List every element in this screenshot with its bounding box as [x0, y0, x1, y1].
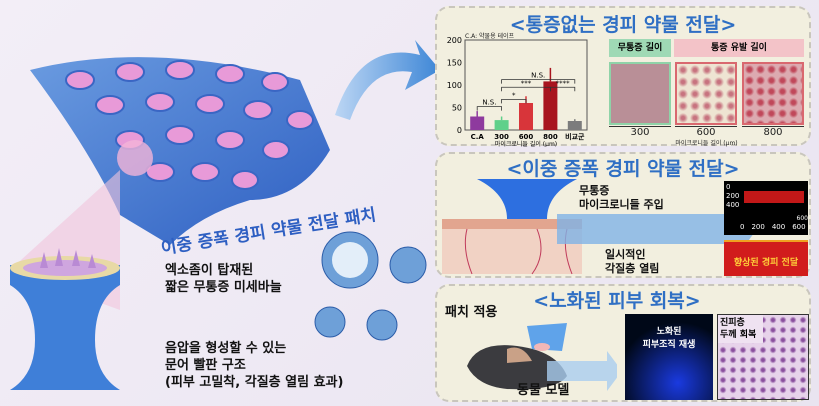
painless-header: 무통증 길이	[609, 39, 671, 57]
bar	[567, 121, 582, 130]
enhanced-label: 향상된 경피 전달	[733, 258, 799, 268]
dual-amplified-panel: <이중 증폭 경피 약물 전달> 무통증 마이크로니들 주입 일시적인 각질층 …	[435, 152, 811, 278]
histology-image: 진피층 두께 회복	[717, 314, 809, 400]
y-tick: 400	[726, 201, 740, 209]
y-tick-label: 100	[447, 81, 462, 90]
image-label: 300	[609, 126, 671, 138]
x-tick: 400	[771, 223, 786, 231]
panel-title: <통증없는 경피 약물 전달>	[509, 14, 737, 36]
bar	[470, 116, 485, 130]
injection-label: 무통증 마이크로니들 주입	[579, 184, 664, 212]
x-tick: 600	[792, 223, 806, 231]
chart-note: C.A: 약물용 테이프	[465, 33, 515, 40]
significance-label: N.S.	[531, 72, 545, 80]
pain-header: 통증 유발 길이	[674, 39, 804, 57]
x-tick-label: C.A	[471, 133, 485, 141]
skin-image-800	[742, 62, 804, 125]
y-tick-label: 150	[447, 59, 462, 68]
bar	[519, 103, 533, 130]
needle-label-line: 짧은 무통증 미세바늘	[165, 280, 282, 295]
enhanced-delivery-image: 향상된 경피 전달	[724, 240, 808, 276]
stratum-label: 일시적인 각질층 열림	[605, 248, 659, 276]
significance-label: ***	[521, 79, 532, 87]
patch-illustration	[10, 40, 440, 390]
significance-bracket	[550, 86, 576, 92]
skin-image-600	[675, 62, 737, 125]
injection-label-line: 무통증	[579, 184, 610, 197]
needle-label-line: 엑소좀이 탑재된	[165, 263, 254, 278]
mouse-illustration	[467, 323, 617, 391]
x-tick-label: 300	[494, 133, 509, 141]
sucker-label-line: 문어 빨판 구조	[165, 358, 246, 373]
y-tick: 0	[726, 183, 731, 191]
injection-label-line: 마이크로니들 주입	[579, 198, 664, 211]
x-tick-label: 비교군	[565, 132, 585, 141]
x-tick: 0	[740, 223, 745, 231]
y-tick-label: 200	[447, 36, 462, 45]
needle-label: 엑소좀이 탑재된 짧은 무통증 미세바늘	[165, 262, 282, 296]
dermis-label-line: 진피층	[720, 318, 745, 328]
image-label: 800	[742, 126, 804, 138]
significance-bracket	[501, 86, 551, 92]
significance-bracket	[501, 79, 576, 84]
skin-image-300	[609, 62, 671, 125]
significance-bracket	[476, 106, 502, 111]
bar	[543, 81, 558, 130]
aged-skin-panel: <노화된 피부 회복> 패치 적용 동물 모델 노화된 피부조직 재생 진피층 …	[435, 284, 811, 402]
sucker-label: 음압을 형성할 수 있는 문어 빨판 구조 (피부 고밀착, 각질층 열림 효과…	[165, 340, 343, 391]
regen-label-line: 노화된	[656, 327, 682, 337]
x-tick-label: 800	[543, 133, 558, 141]
stratum-label-line: 각질층 열림	[605, 262, 660, 275]
fluorescence-image: 노화된 피부조직 재생	[625, 314, 713, 400]
z-tick: 600	[796, 215, 808, 222]
sucker-label-line: (피부 고밀착, 각질층 열림 효과)	[165, 375, 344, 390]
significance-label: *	[512, 91, 516, 99]
significance-label: ****	[556, 79, 571, 87]
x-tick: 200	[751, 223, 765, 231]
panel-title: <노화된 피부 회복>	[533, 290, 701, 312]
image-xlabel: 마이크로니들 길이 (μm)	[675, 140, 738, 147]
bar	[494, 120, 509, 130]
skin-diagram	[442, 179, 757, 275]
y-tick-label: 0	[457, 126, 462, 135]
patch-apply-label: 패치 적용	[445, 305, 498, 320]
y-tick: 200	[726, 192, 740, 200]
panel-title: <이중 증폭 경피 약물 전달>	[506, 158, 740, 180]
sucker-label-line: 음압을 형성할 수 있는	[165, 341, 287, 356]
significance-label: N.S.	[482, 99, 496, 107]
regen-label-line: 피부조직 재생	[642, 340, 696, 350]
x-axis-label: 마이크로니들 길이 (μm)	[495, 140, 557, 147]
y-tick-label: 50	[452, 104, 462, 113]
image-label: 600	[675, 126, 737, 138]
stratum-label-line: 일시적인	[605, 248, 646, 261]
dermis-label-line: 두께 회복	[720, 330, 757, 340]
3d-confocal-image: 0 200 400 0 200 400 600 600	[724, 181, 808, 235]
painless-delivery-panel: <통증없는 경피 약물 전달> C.A: 약물용 테이프 0 50 100 150 20…	[435, 6, 811, 147]
x-tick-label: 600	[519, 133, 534, 141]
significance-bracket	[501, 99, 527, 104]
animal-model-label: 동물 모델	[517, 383, 570, 398]
